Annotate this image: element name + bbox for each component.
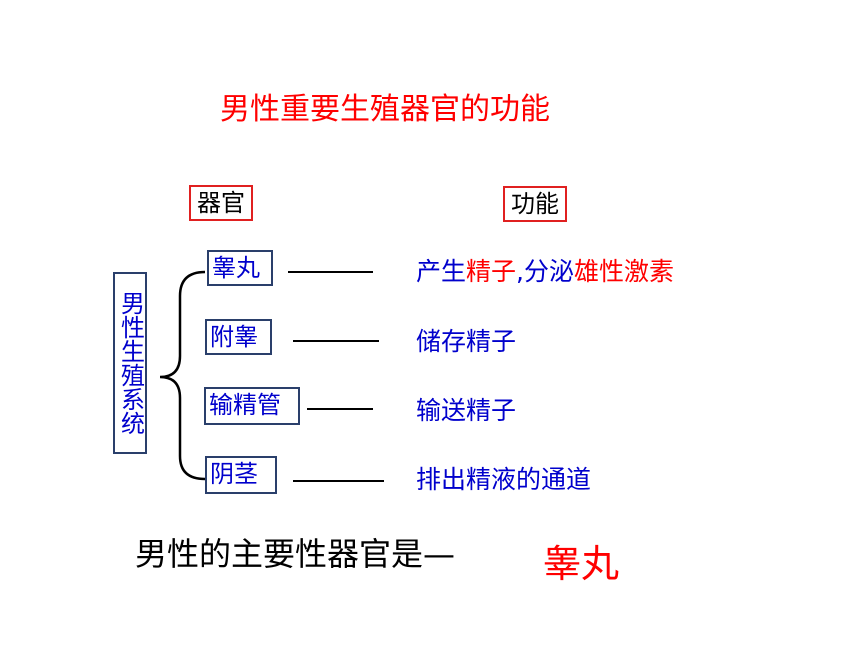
organ-label: 附睾 <box>210 323 258 351</box>
system-label-box: 男性生殖系统 <box>113 272 147 454</box>
organ-label: 睾丸 <box>212 254 260 282</box>
connector-line-vas-deferens <box>307 408 373 410</box>
connector-line-epididymis <box>293 340 379 342</box>
function-part-highlight: 雄性激素 <box>574 257 675 286</box>
function-text-penis: 排出精液的通道 <box>416 463 591 497</box>
conclusion-question: 男性的主要性器官是— <box>135 535 456 573</box>
page-title: 男性重要生殖器官的功能 <box>220 92 550 127</box>
organ-label: 阴茎 <box>210 460 258 488</box>
header-function: 功能 <box>503 186 567 222</box>
function-text-testis: 产生精子,分泌雄性激素 <box>416 255 674 289</box>
header-organ: 器官 <box>189 185 253 221</box>
connector-line-testis <box>288 271 373 273</box>
function-part-highlight: 精子 <box>466 257 517 286</box>
function-part: 储存精子 <box>416 327 517 356</box>
organ-box-penis: 阴茎 <box>205 456 277 494</box>
function-text-epididymis: 储存精子 <box>416 325 516 359</box>
conclusion-answer: 睾丸 <box>543 542 620 586</box>
organ-box-epididymis: 附睾 <box>205 319 272 355</box>
organ-label: 输精管 <box>209 391 281 419</box>
function-part: 分泌 <box>523 257 574 286</box>
organ-box-vas-deferens: 输精管 <box>204 387 300 425</box>
function-part: 输送精子 <box>416 396 517 425</box>
function-part: , <box>516 257 524 286</box>
brace-path <box>159 270 206 481</box>
function-part: 排出精液的通道 <box>416 465 592 494</box>
function-text-vas-deferens: 输送精子 <box>416 394 516 428</box>
connector-line-penis <box>293 480 384 482</box>
system-label: 男性生殖系统 <box>116 291 145 435</box>
organ-box-testis: 睾丸 <box>207 250 273 286</box>
function-part: 产生 <box>416 257 467 286</box>
